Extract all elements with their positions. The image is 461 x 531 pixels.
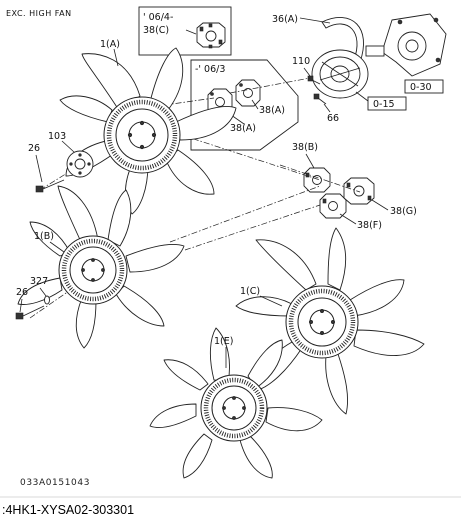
inset-date-label: ' 06/4-: [143, 12, 173, 23]
label-1b: 1(B): [34, 231, 54, 242]
label-103: 103: [48, 131, 66, 142]
drawing-number: 033A0151043: [20, 478, 90, 488]
plate-103: 103: [48, 131, 94, 178]
image-caption: :4HK1-XYSA02-303301: [2, 503, 135, 517]
inset-part-label-38c: 38(C): [143, 25, 169, 36]
bolt-26-top: 26: [28, 143, 65, 193]
spacer-38a-right: [235, 79, 261, 107]
water-pump: 0-30: [365, 13, 447, 94]
bolt-66: 66: [313, 93, 339, 124]
label-36a: 36(A): [272, 14, 298, 25]
label-1a: 1(A): [100, 39, 120, 50]
fan-1a: 1(A): [59, 39, 237, 215]
bolt-26-bottom: 26: [15, 287, 45, 320]
washer-327: 327: [30, 276, 50, 305]
label-26-top: 26: [28, 143, 40, 154]
spacer-38c: [196, 22, 226, 49]
header-label: EXC. HIGH FAN: [6, 9, 72, 18]
label-0-30: 0-30: [410, 82, 432, 93]
label-0-15: 0-15: [373, 99, 395, 110]
spacer-38f: 38(F): [319, 193, 382, 231]
fan-1b: 1(B): [17, 185, 185, 349]
fan-1e: 1(E): [149, 327, 323, 479]
inset-box-2006-04: ' 06/4- 38(C): [138, 6, 232, 56]
ref-box-0-15: [367, 96, 407, 111]
inset-mid-date: -' 06/3: [195, 64, 225, 75]
fan-clutch: 0-15: [311, 49, 407, 111]
inset-box-2006-03: -' 06/3 38(A) 38(A): [190, 59, 299, 151]
ref-box-0-30: [404, 79, 444, 94]
label-38f: 38(F): [357, 220, 382, 231]
label-110: 110: [292, 56, 310, 67]
label-26-bottom: 26: [16, 287, 28, 298]
label-1e: 1(E): [214, 336, 233, 347]
bolt-110: 110: [292, 56, 321, 85]
label-327: 327: [30, 276, 48, 287]
label-38a-right: 38(A): [259, 105, 285, 116]
spacer-38g: 38(G): [343, 177, 417, 217]
label-1c: 1(C): [240, 286, 260, 297]
spacer-38b: 38(B): [292, 142, 331, 193]
label-38b: 38(B): [292, 142, 318, 153]
label-38g: 38(G): [390, 206, 417, 217]
label-66: 66: [327, 113, 339, 124]
fan-1c: 1(C): [235, 227, 425, 415]
label-38a-left: 38(A): [230, 123, 256, 134]
